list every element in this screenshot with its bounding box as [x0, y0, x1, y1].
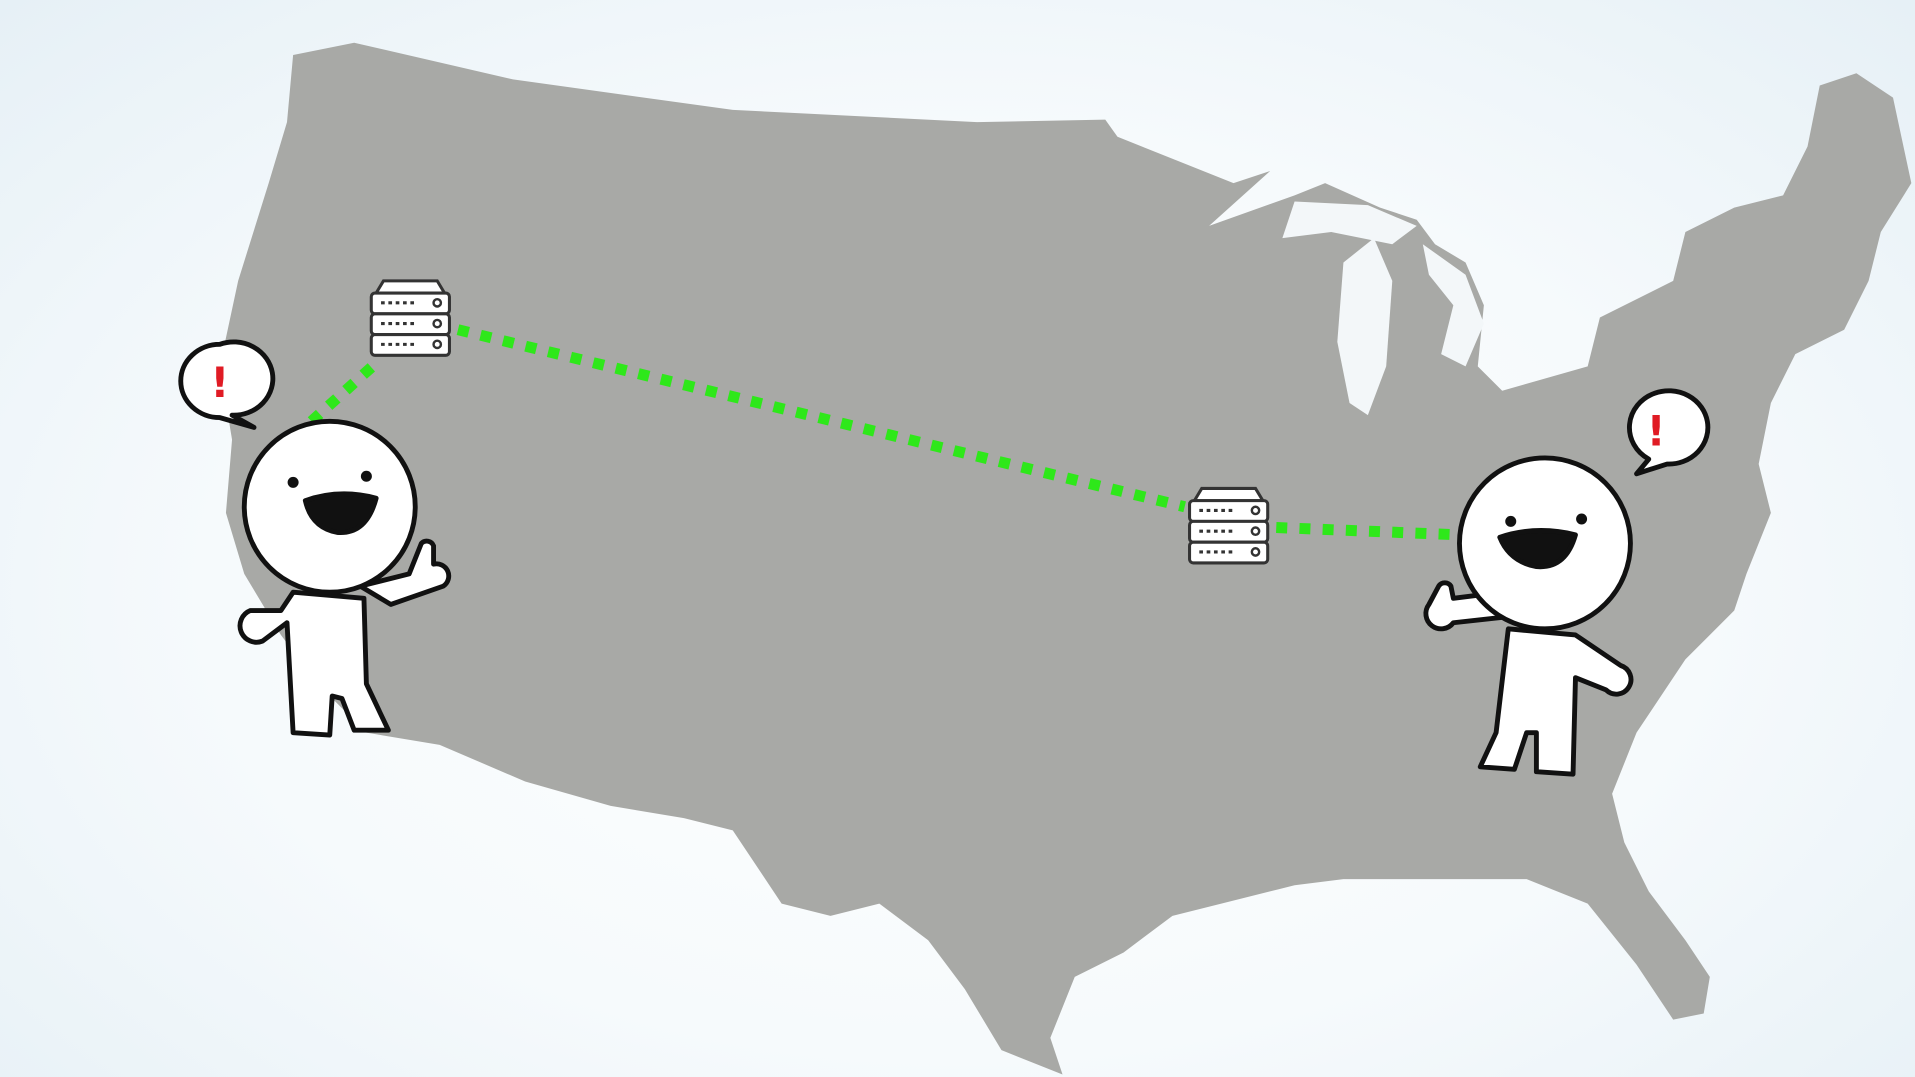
body [1477, 626, 1634, 777]
us-map [219, 42, 1912, 1075]
connection-path [307, 324, 1460, 541]
us-map-outline [219, 42, 1912, 1075]
lake-superior [1282, 201, 1417, 245]
connection-middle [456, 324, 1186, 513]
alert-mark: ! [1647, 407, 1666, 456]
alert-mark: ! [210, 358, 229, 407]
lake-huron-erie [1422, 244, 1484, 367]
thumb-hand [357, 538, 452, 607]
mouth [1497, 528, 1578, 570]
lake-michigan [1337, 238, 1393, 416]
speech-bubble-icon: ! [178, 339, 276, 430]
speech-bubble-icon: ! [1626, 388, 1711, 477]
right-person: ! [1423, 388, 1711, 777]
server-icon [369, 279, 451, 357]
server-icon [1188, 486, 1270, 565]
left-person: ! [178, 339, 452, 738]
mouth [302, 491, 379, 535]
connection-right [1276, 522, 1460, 541]
body [237, 589, 391, 738]
